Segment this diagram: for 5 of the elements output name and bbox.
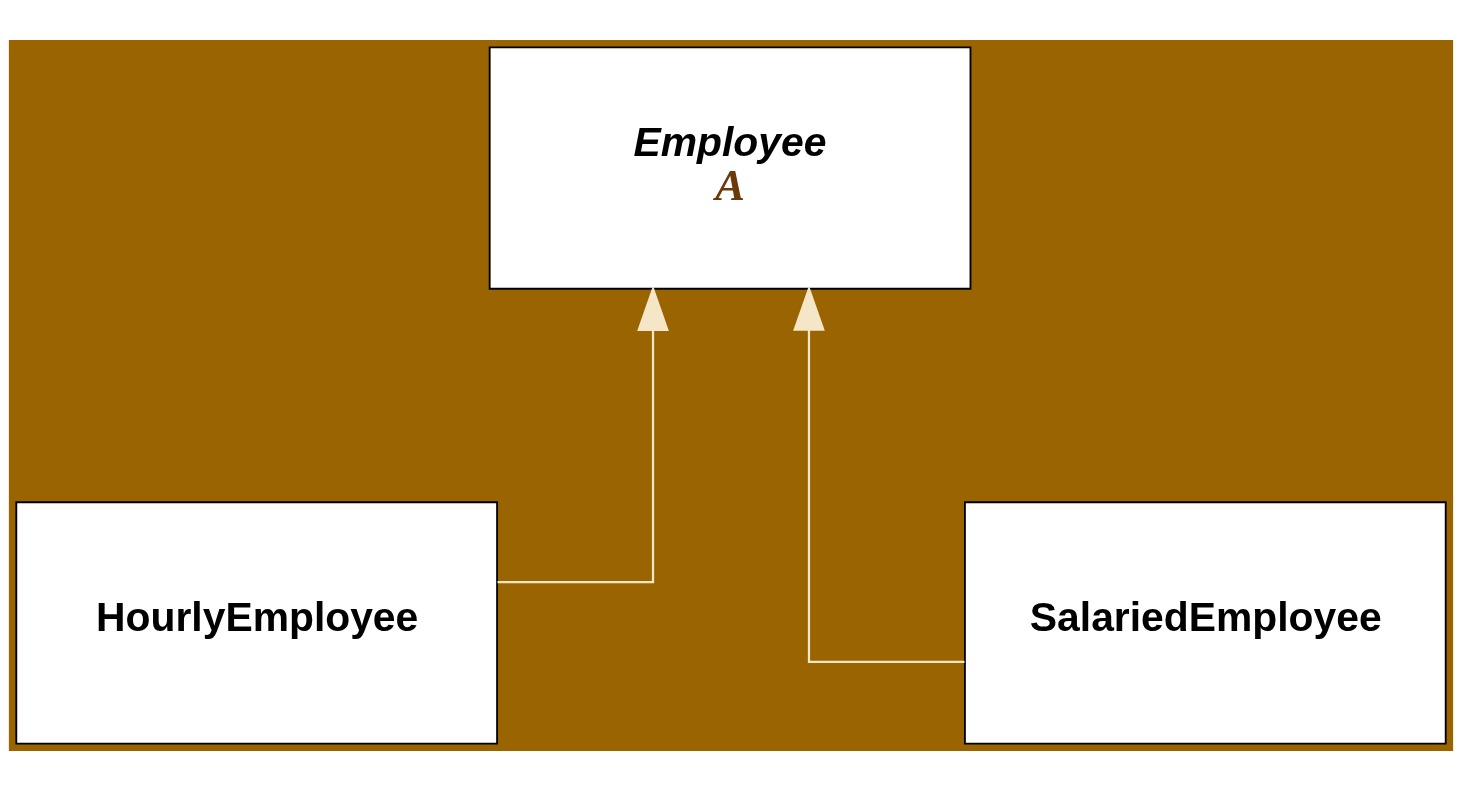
node-box: Employee A — [488, 46, 972, 290]
node-box: SalariedEmployee — [964, 501, 1447, 745]
arrow — [793, 285, 965, 663]
node-box: HourlyEmployee — [15, 501, 498, 745]
arrow — [497, 285, 669, 584]
